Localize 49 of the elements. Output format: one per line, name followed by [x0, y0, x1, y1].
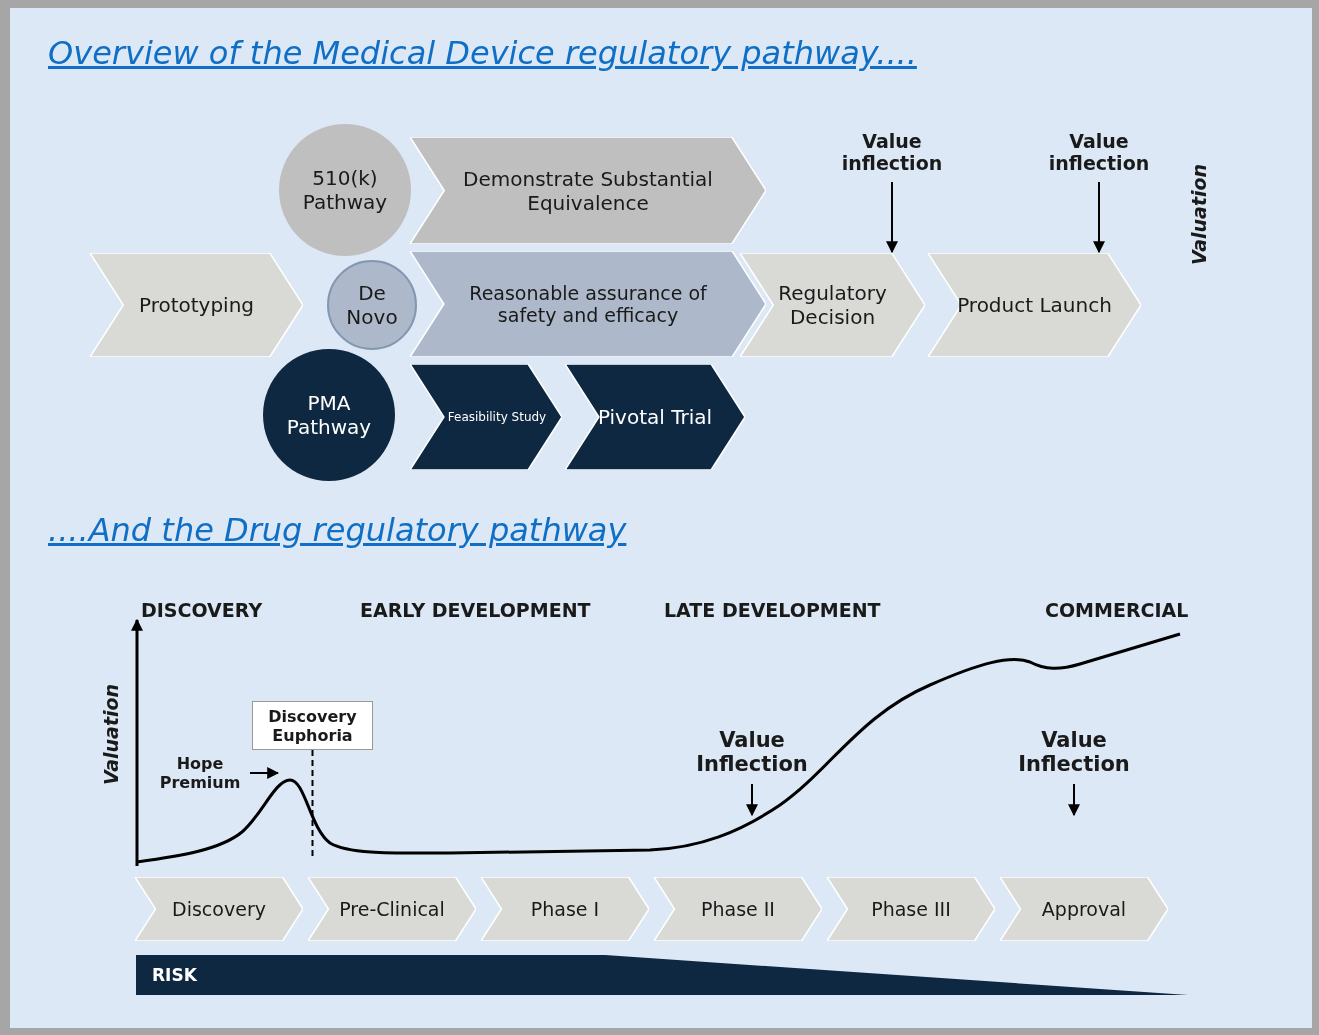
- step-label: Pre-Clinical: [339, 898, 445, 920]
- chevron-step: [928, 253, 1141, 357]
- annotation-text: Value inflection: [1047, 130, 1151, 174]
- axis-title: Valuation: [1188, 163, 1210, 265]
- step-label: Product Launch: [957, 293, 1112, 317]
- arrow: [249, 767, 280, 779]
- section-heading: ....And the Drug regulatory pathway: [48, 511, 627, 549]
- phase-heading: LATE DEVELOPMENT: [664, 599, 881, 621]
- chevron-step: [410, 251, 766, 357]
- step-label: Phase III: [871, 898, 951, 920]
- step-label: Approval: [1041, 898, 1127, 920]
- arrow: [1093, 181, 1105, 254]
- chevron-step: [481, 877, 649, 941]
- pathway-label: De Novo: [345, 281, 399, 329]
- risk-label: RISK: [152, 965, 197, 985]
- chevron-step: [410, 364, 562, 470]
- annotation-text: Value Inflection: [1017, 728, 1131, 776]
- axis-title: Valuation: [100, 683, 122, 785]
- step-label: Discovery: [172, 898, 266, 920]
- chevron-step: [740, 253, 925, 357]
- chevron-step: [308, 877, 476, 941]
- pathway-label: 510(k) Pathway: [301, 166, 389, 214]
- arrow: [886, 181, 898, 254]
- arrow: [746, 783, 758, 817]
- chevron-step: [565, 364, 745, 470]
- chevron-step: [654, 877, 822, 941]
- step-label: Reasonable assurance of safety and efficacy: [468, 282, 708, 326]
- callout-box: Discovery Euphoria: [252, 701, 373, 750]
- chevron-step: [135, 877, 303, 941]
- chevron-step: [90, 253, 303, 357]
- step-label: Feasibility Study: [447, 410, 547, 424]
- pathway-label: PMA Pathway: [285, 391, 373, 439]
- chevron-step: [1000, 877, 1168, 941]
- chevron-step: [410, 137, 766, 244]
- step-label: Demonstrate Substantial Equivalence: [462, 166, 714, 215]
- phase-heading: EARLY DEVELOPMENT: [360, 599, 591, 621]
- annotation-text: Hope Premium: [158, 754, 242, 792]
- annotation-text: Value inflection: [840, 130, 944, 174]
- step-label: Phase II: [701, 898, 775, 920]
- phase-heading: DISCOVERY: [141, 599, 263, 621]
- annotation-text: Value Inflection: [695, 728, 809, 776]
- step-label: Regulatory Decision: [777, 281, 888, 329]
- phase-heading: COMMERCIAL: [1045, 599, 1189, 621]
- chevron-step: [827, 877, 995, 941]
- step-label: Pivotal Trial: [597, 405, 713, 429]
- step-label: Prototyping: [138, 293, 255, 317]
- arrow: [1068, 783, 1080, 817]
- step-label: Phase I: [530, 898, 600, 920]
- title: Overview of the Medical Device regulatory pathway....: [48, 34, 917, 72]
